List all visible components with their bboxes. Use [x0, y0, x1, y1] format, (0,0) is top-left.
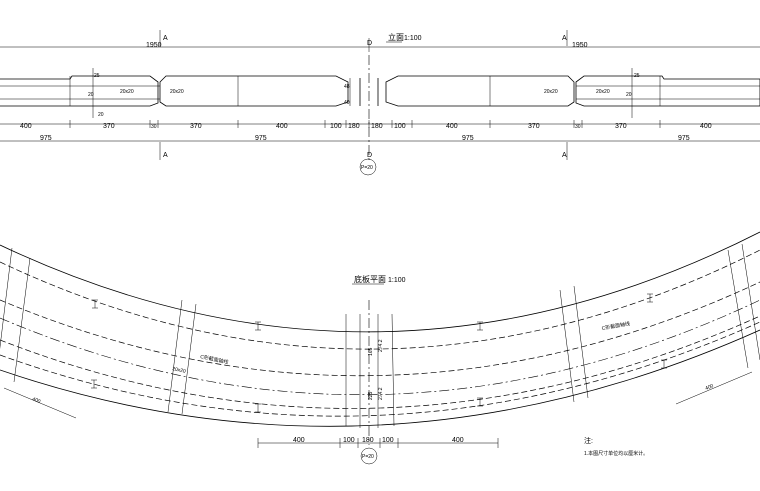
- elevation-half-span-4: 975: [678, 135, 690, 142]
- elevation-dim-13: 370: [615, 123, 627, 130]
- elevation-dim-14: 400: [700, 123, 712, 130]
- plan-curve-label-right: C形截面轴线: [601, 320, 630, 332]
- plan-bottom-dim-3: 180: [362, 437, 374, 444]
- elevation-side-dim-2: 20: [88, 92, 94, 98]
- elevation-side-dim-5: 40: [344, 100, 350, 106]
- plan-label-20x20: 20x20: [172, 366, 187, 375]
- plan-center-dim-1: 274.2: [378, 339, 384, 352]
- elevation-half-span-2: 975: [255, 135, 267, 142]
- elevation-side-dim-4: 48: [344, 84, 350, 90]
- elevation-dim-12: 30: [575, 124, 581, 130]
- notes: 注: 1.本图尺寸单位均以厘米计。: [584, 436, 648, 457]
- plan-bottom-dim-2: 100: [343, 437, 355, 444]
- plan-pier-tag: P=20: [362, 454, 374, 460]
- elevation-total-right: 1950: [572, 42, 588, 49]
- elevation-side-dim-3: 20: [98, 112, 104, 118]
- elevation-scale: 1:100: [404, 35, 422, 42]
- elevation-pier-circle: [359, 158, 377, 176]
- elevation-half-span-1: 975: [40, 135, 52, 142]
- elevation-side-dim-7: 20: [626, 92, 632, 98]
- elevation-dim-5: 400: [276, 123, 288, 130]
- notes-line-1: 1.本图尺寸单位均以厘米计。: [584, 450, 648, 457]
- plan-scale: 1:100: [388, 277, 406, 284]
- section-mark-a-top-right: A: [562, 35, 567, 42]
- elevation-view: 立面 1:100 1950 1950 A A D 20x20 2: [0, 30, 760, 176]
- elevation-label-20x20-2: 20x20: [170, 89, 184, 95]
- elevation-dim-8: 180: [371, 123, 383, 130]
- plan-bottom-dim-5: 400: [452, 437, 464, 444]
- plan-bottom-dim-1: 400: [293, 437, 305, 444]
- elevation-label-20x20-3: 20x20: [544, 89, 558, 95]
- section-mark-d-top: D: [367, 40, 372, 47]
- section-mark-a-bottom-right: A: [562, 152, 567, 159]
- plan-center-dim-3: 165: [368, 347, 374, 356]
- plan-curve-label-left: C形截面轴线: [200, 353, 229, 366]
- section-mark-d-bottom: D: [367, 152, 372, 159]
- elevation-dim-11: 370: [528, 123, 540, 130]
- elevation-dim-9: 100: [394, 123, 406, 130]
- plan-view: 底板平面 1:100: [0, 231, 760, 465]
- section-mark-a-top-left: A: [163, 35, 168, 42]
- elevation-side-dim-1: 25: [94, 73, 100, 79]
- plan-title: 底板平面: [354, 274, 386, 284]
- notes-heading: 注:: [584, 436, 593, 445]
- elevation-title: 立面: [388, 32, 404, 42]
- plan-center-dim-4: 225: [368, 391, 374, 400]
- elevation-side-dim-6: 25: [634, 73, 640, 79]
- elevation-dim-2: 370: [103, 123, 115, 130]
- plan-bottom-dim-4: 100: [382, 437, 394, 444]
- elevation-dim-6: 100: [330, 123, 342, 130]
- elevation-dim-3: 30: [151, 124, 157, 130]
- elevation-half-span-3: 975: [462, 135, 474, 142]
- elevation-label-20x20-1: 20x20: [120, 89, 134, 95]
- plan-arc-dim-right: 400: [705, 383, 715, 392]
- plan-arc-dim-left: 400: [31, 396, 41, 405]
- elevation-dim-10: 400: [446, 123, 458, 130]
- elevation-label-20x20-4: 20x20: [596, 89, 610, 95]
- elevation-total-left: 1950: [146, 42, 162, 49]
- elevation-pier-tag: P=20: [361, 165, 373, 171]
- plan-center-dim-2: 274.2: [378, 387, 384, 400]
- elevation-dim-7: 180: [348, 123, 360, 130]
- plan-pier-circle: [360, 447, 378, 465]
- elevation-dim-1: 400: [20, 123, 32, 130]
- section-mark-a-bottom-left: A: [163, 152, 168, 159]
- elevation-dim-4: 370: [190, 123, 202, 130]
